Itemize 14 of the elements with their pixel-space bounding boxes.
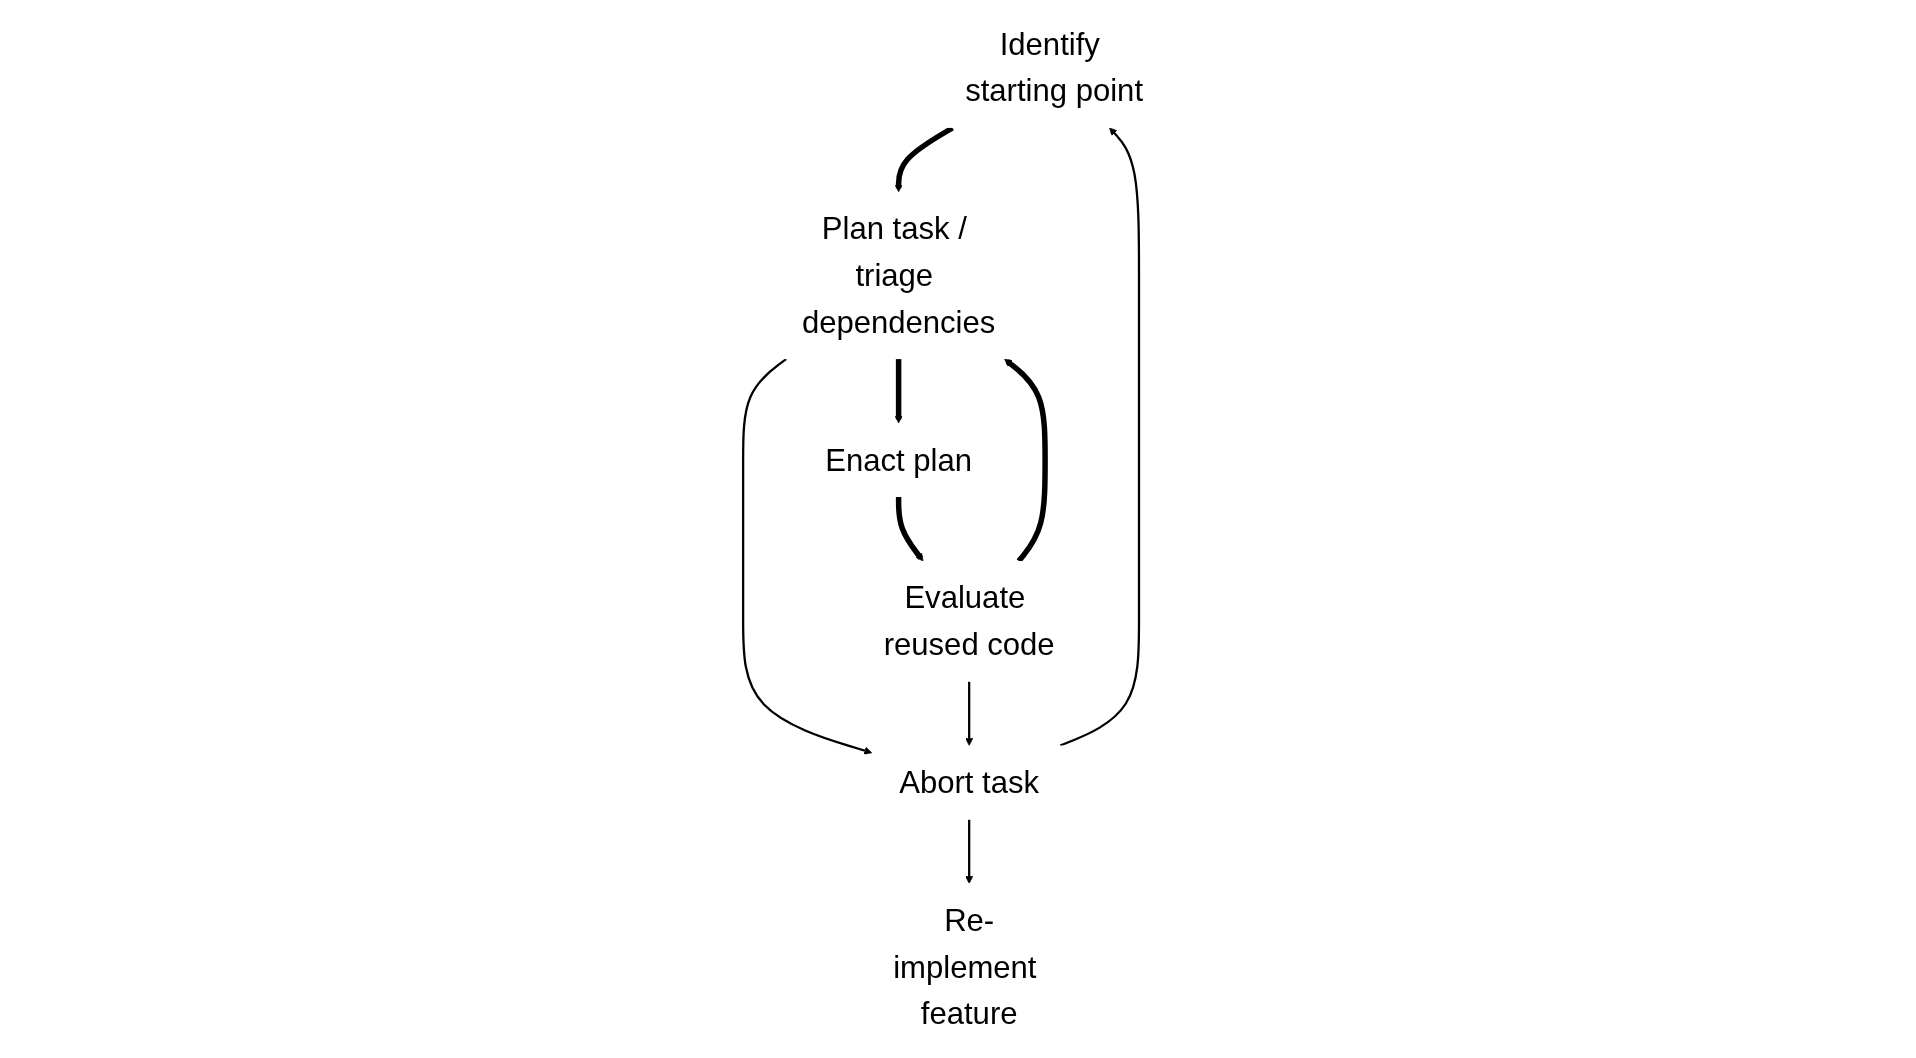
arrow	[1004, 358, 1048, 563]
arrow	[894, 359, 903, 424]
node-text: Identify starting point	[965, 26, 1144, 108]
arrow	[1059, 127, 1141, 747]
node-text: Re-implement feature	[893, 902, 1037, 1031]
node-text: Enact plan	[825, 442, 973, 477]
node-text: Evaluate reused code	[883, 580, 1055, 662]
arrow	[742, 358, 873, 755]
node-text: Plan task / triage dependencies	[801, 211, 996, 339]
arrow	[965, 819, 974, 884]
arrow	[894, 125, 954, 193]
arrow	[965, 681, 974, 746]
node-text: Abort task	[899, 764, 1040, 800]
arrow	[895, 497, 924, 562]
